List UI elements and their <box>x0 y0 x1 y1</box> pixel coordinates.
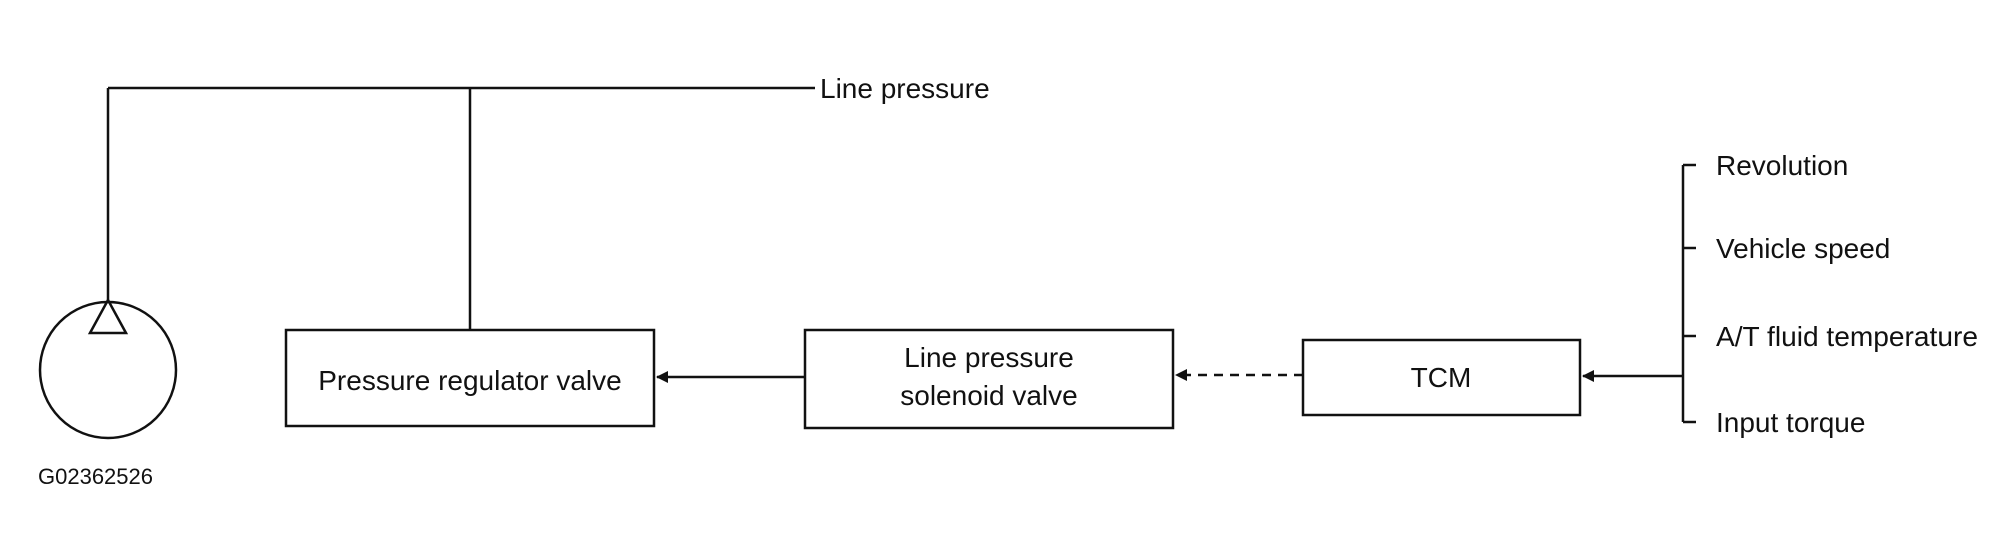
input-label-fluid-temperature: A/T fluid temperature <box>1716 321 1978 352</box>
figure-id: G02362526 <box>38 464 153 489</box>
tcm-label: TCM <box>1411 362 1472 393</box>
input-label-vehicle-speed: Vehicle speed <box>1716 233 1890 264</box>
pressure-regulator-valve-box <box>284 328 656 428</box>
line-pressure-solenoid-valve-box <box>803 328 1175 430</box>
input-label-input-torque: Input torque <box>1716 407 1865 438</box>
line-pressure-solenoid-valve-label-line2: solenoid valve <box>900 380 1077 411</box>
oil-pump-icon <box>38 297 178 440</box>
tcm-box <box>1301 338 1582 417</box>
input-label-revolution: Revolution <box>1716 150 1848 181</box>
line-pressure-solenoid-valve-label-line1: Line pressure <box>904 342 1074 373</box>
line-pressure-label: Line pressure <box>820 73 990 104</box>
pressure-regulator-valve-label: Pressure regulator valve <box>318 365 621 396</box>
